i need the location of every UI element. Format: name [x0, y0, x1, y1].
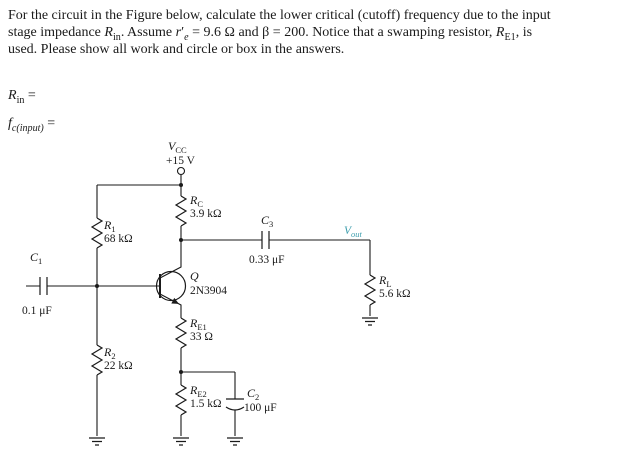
vcc-terminal: VCC +15 V [166, 139, 196, 176]
rin-answer-label: Rin = [8, 88, 36, 106]
emitter-node-dot [179, 370, 183, 374]
rc-label: RC [189, 193, 203, 209]
re1-value: 33 Ω [190, 331, 213, 343]
vcc-value: +15 V [166, 155, 196, 167]
problem-line-3: used. Please show all work and circle or… [8, 42, 345, 58]
base-node-dot [95, 284, 99, 288]
wires [26, 174, 371, 436]
resistor-re1: RE1 33 Ω [174, 316, 213, 349]
re1-symbol [174, 317, 188, 349]
vcc-label: VCC [168, 139, 187, 155]
fc-answer-label: fc(input) = [8, 116, 56, 134]
r2-symbol [90, 344, 104, 376]
r2-label: R2 [103, 345, 116, 361]
rl-label: RL [378, 273, 392, 289]
resistor-rl: RL 5.6 kΩ [363, 273, 411, 306]
rc-symbol [174, 195, 188, 227]
problem-line-1: For the circuit in the Figure below, cal… [8, 8, 551, 23]
c3-symbol [261, 231, 270, 249]
rl-symbol [363, 274, 377, 306]
c1-label: C1 [30, 250, 42, 266]
q-value: 2N3904 [190, 285, 227, 297]
re2-symbol [174, 384, 188, 416]
vout-label: Vout [344, 225, 363, 239]
emitter-arrow [171, 297, 179, 304]
r1-label: R1 [103, 218, 116, 234]
ground-re2 [173, 437, 189, 446]
ground-rl [362, 317, 378, 326]
collector-node-dot [179, 238, 183, 242]
q-label: Q [190, 269, 199, 283]
resistor-re2: RE2 1.5 kΩ [174, 383, 222, 416]
capacitor-c2: C2 100 μF [225, 386, 277, 414]
c1-value: 0.1 μF [22, 305, 52, 317]
ground-c2 [227, 437, 243, 446]
r2-value: 22 kΩ [104, 360, 133, 372]
resistor-r1: R1 68 kΩ [90, 217, 133, 249]
c2-symbol [225, 398, 245, 411]
re2-value: 1.5 kΩ [190, 398, 222, 410]
c2-label: C2 [247, 386, 259, 402]
transistor-body [155, 270, 187, 302]
r1-symbol [90, 217, 104, 249]
problem-line-2: stage impedance Rin. Assume r′e = 9.6 Ω … [8, 25, 533, 43]
capacitor-c3: C3 0.33 μF [249, 213, 285, 266]
c1-symbol [39, 277, 48, 295]
rl-value: 5.6 kΩ [379, 288, 411, 300]
ground-r2 [89, 437, 105, 446]
capacitor-c1: C1 0.1 μF [22, 250, 52, 317]
resistor-r2: R2 22 kΩ [90, 344, 133, 376]
c2-value: 100 μF [244, 402, 277, 414]
resistor-rc: RC 3.9 kΩ [174, 193, 222, 227]
re1-label: RE1 [189, 316, 207, 332]
re2-label: RE2 [189, 383, 207, 399]
transistor-q: Q 2N3904 [155, 269, 227, 304]
problem-statement: For the circuit in the Figure below, cal… [8, 7, 551, 59]
r1-value: 68 kΩ [104, 233, 133, 245]
c3-value: 0.33 μF [249, 254, 285, 266]
vcc-terminal-circle [176, 166, 186, 176]
vcc-rail-dot [179, 183, 183, 187]
c3-label: C3 [261, 213, 273, 229]
rc-value: 3.9 kΩ [190, 208, 222, 220]
